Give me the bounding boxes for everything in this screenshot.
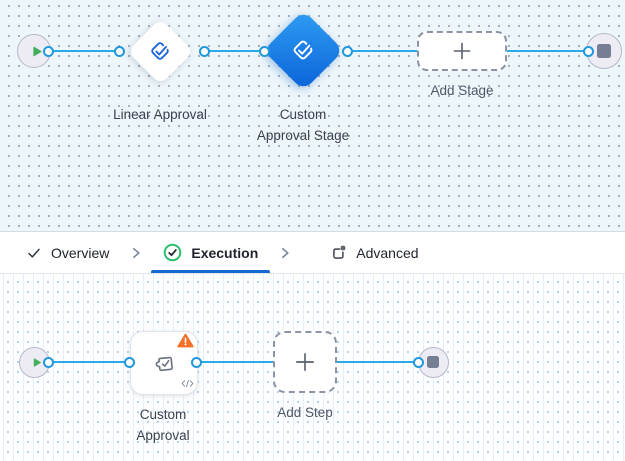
chevron-right-icon — [133, 247, 140, 258]
tab-label: Execution — [191, 244, 259, 261]
port[interactable] — [341, 45, 353, 57]
node-custom-approval[interactable] — [130, 331, 198, 395]
chevron-right-icon — [282, 247, 289, 258]
node-label: Add Stage — [430, 83, 494, 98]
tab-overview[interactable]: Overview — [14, 232, 121, 273]
tab-execution[interactable]: Execution — [151, 232, 271, 273]
stop-icon — [597, 44, 611, 58]
play-icon — [32, 46, 41, 56]
edge — [347, 50, 417, 52]
label-line: Approval — [136, 428, 190, 444]
tab-separator — [129, 232, 143, 273]
node-linear-approval[interactable] — [126, 17, 194, 85]
approval-check-icon — [151, 42, 169, 60]
label-line: Custom — [279, 107, 327, 122]
plus-icon — [296, 353, 314, 371]
node-label: Linear Approval — [113, 107, 207, 122]
end-node[interactable] — [586, 33, 622, 69]
label-line: Approval Stage — [256, 128, 350, 144]
edge — [337, 361, 418, 363]
edge — [48, 361, 129, 363]
port[interactable] — [582, 45, 594, 57]
node-label: Custom Approval — [118, 404, 208, 447]
port[interactable] — [42, 356, 54, 368]
port[interactable] — [113, 45, 125, 57]
play-icon — [33, 357, 41, 367]
edge — [507, 50, 588, 52]
warning-icon — [177, 333, 194, 348]
add-stage-button[interactable] — [417, 31, 507, 71]
node-custom-approval-stage[interactable] — [262, 9, 344, 91]
code-icon — [181, 380, 194, 387]
success-circle-icon — [164, 243, 182, 262]
edge — [204, 50, 264, 52]
stage-flow-canvas[interactable]: Linear Approval Custom Approval Stage Ad… — [0, 0, 625, 231]
port[interactable] — [412, 356, 424, 368]
port[interactable] — [258, 45, 270, 57]
tab-label: Advanced — [356, 244, 419, 261]
check-icon — [28, 248, 40, 258]
stop-icon — [427, 356, 439, 368]
label-line: Custom — [139, 407, 187, 422]
puzzle-check-icon — [155, 356, 173, 372]
port[interactable] — [198, 45, 210, 57]
settings-box-icon — [333, 245, 346, 259]
tab-label: Overview — [51, 244, 110, 261]
node-label: Custom Approval Stage — [233, 104, 373, 147]
add-step-button[interactable] — [273, 331, 337, 393]
step-flow-canvas[interactable]: Custom Approval Add Step — [0, 274, 625, 461]
edge — [48, 50, 119, 52]
port[interactable] — [123, 356, 135, 368]
port[interactable] — [190, 356, 202, 368]
stage-tab-bar: Overview Execution Advanced — [0, 231, 625, 274]
node-label: Add Step — [277, 405, 333, 420]
tab-advanced[interactable]: Advanced — [318, 232, 430, 273]
approval-check-icon — [293, 40, 313, 60]
tab-separator — [278, 232, 292, 273]
plus-icon — [453, 42, 471, 60]
edge — [196, 361, 273, 363]
port[interactable] — [42, 45, 54, 57]
